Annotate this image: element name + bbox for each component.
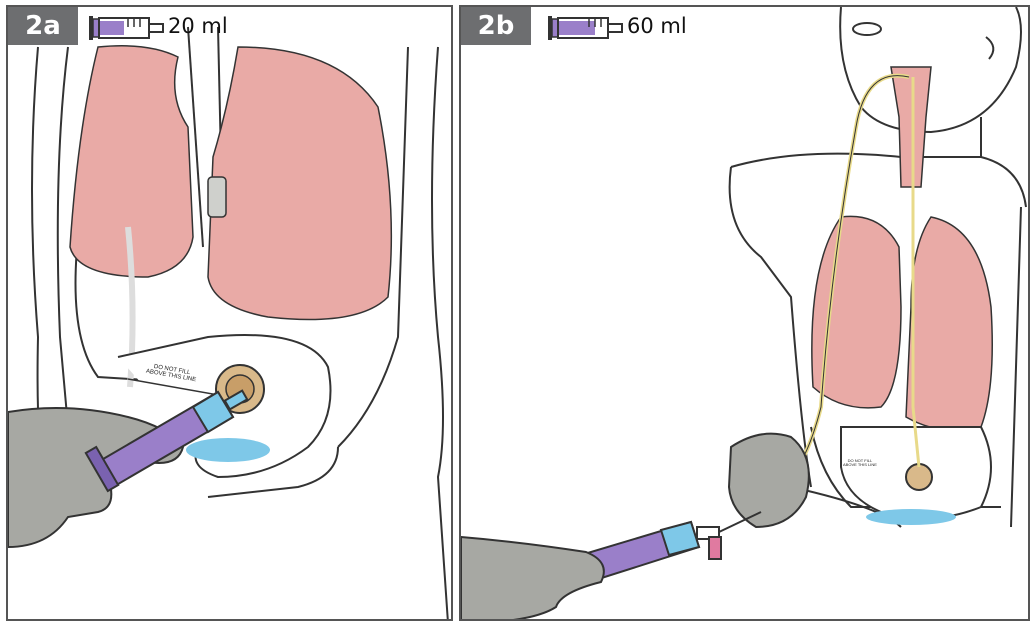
volume-label: 20 ml bbox=[168, 14, 228, 38]
panel-2a: 2a 20 ml bbox=[6, 5, 453, 621]
fluid bbox=[186, 438, 270, 462]
syringe bbox=[581, 512, 761, 582]
warning-line-2: ABOVE THIS LINE bbox=[843, 463, 877, 467]
syringe-icon bbox=[545, 15, 625, 41]
fill-warning: DO NOT FILL ABOVE THIS LINE bbox=[843, 459, 877, 467]
fluid bbox=[866, 509, 956, 525]
lungs bbox=[70, 46, 391, 320]
panel-2b: 2b 60 ml bbox=[459, 5, 1030, 621]
volume-label: 60 ml bbox=[627, 14, 687, 38]
gloved-hand bbox=[461, 537, 604, 621]
syringe-icon bbox=[86, 15, 166, 41]
illustration-2a bbox=[8, 7, 453, 621]
illustration-2b bbox=[461, 7, 1030, 621]
panel-label: 2a bbox=[8, 7, 78, 45]
tube-coil-hand bbox=[729, 434, 809, 527]
right-lung bbox=[906, 217, 992, 430]
right-lung bbox=[208, 47, 391, 320]
trachea bbox=[891, 67, 931, 187]
left-lung bbox=[812, 216, 901, 407]
port-plug bbox=[906, 464, 932, 490]
panel-label: 2b bbox=[461, 7, 531, 45]
